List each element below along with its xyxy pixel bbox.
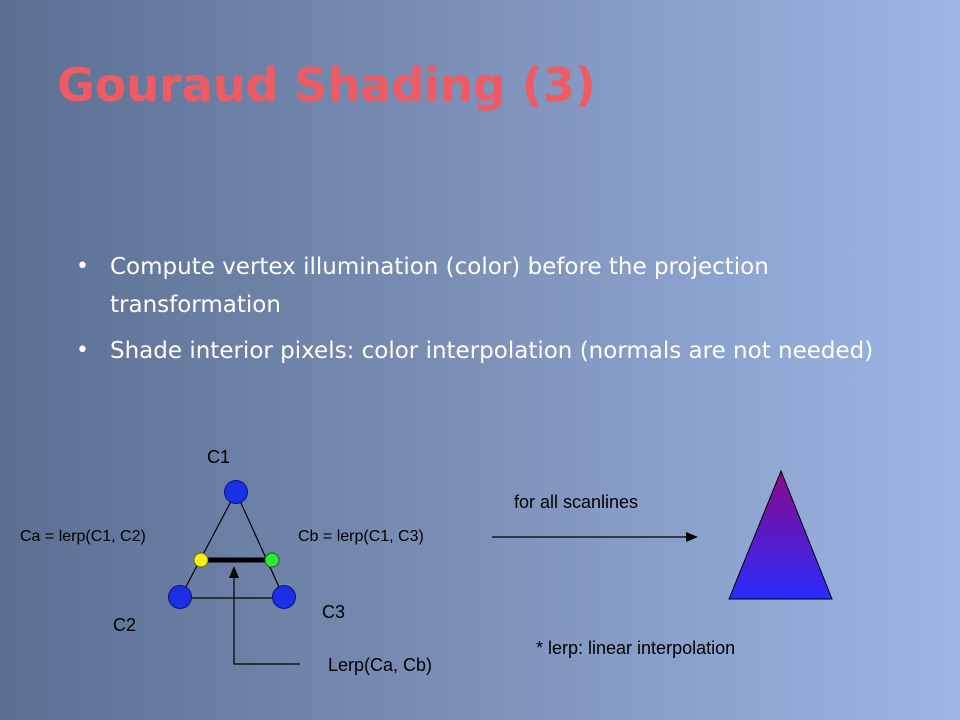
label-ca: Ca = lerp(C1, C2) — [20, 528, 146, 545]
bullet-icon: • — [76, 338, 89, 363]
bullet-icon: • — [76, 254, 89, 279]
scanline-pointer-arrow — [229, 566, 300, 665]
triangle-edge-left — [179, 491, 237, 599]
footnote-lerp: * lerp: linear interpolation — [536, 638, 735, 658]
bullet-list: • Compute vertex illumination (color) be… — [72, 248, 892, 378]
label-c1: C1 — [207, 447, 230, 467]
label-cb: Cb = lerp(C1, C3) — [298, 528, 424, 545]
bullet-item: • Shade interior pixels: color interpola… — [72, 332, 892, 370]
label-c3: C3 — [322, 602, 345, 622]
label-lerp: Lerp(Ca, Cb) — [328, 655, 432, 675]
shaded-triangle — [728, 469, 833, 600]
point-ca — [193, 552, 209, 568]
vertex-c2 — [168, 585, 192, 609]
label-c2: C2 — [113, 615, 136, 635]
bullet-item: • Compute vertex illumination (color) be… — [72, 248, 892, 324]
slide-title: Gouraud Shading (3) — [57, 58, 596, 112]
bullet-text: Shade interior pixels: color interpolati… — [110, 338, 874, 364]
vertex-c1 — [224, 480, 248, 504]
point-cb — [264, 552, 280, 568]
bullet-text: Compute vertex illumination (color) befo… — [110, 254, 769, 318]
triangle-edge-right — [235, 491, 285, 599]
label-for-all-scanlines: for all scanlines — [514, 492, 638, 512]
vertex-c3 — [272, 585, 296, 609]
